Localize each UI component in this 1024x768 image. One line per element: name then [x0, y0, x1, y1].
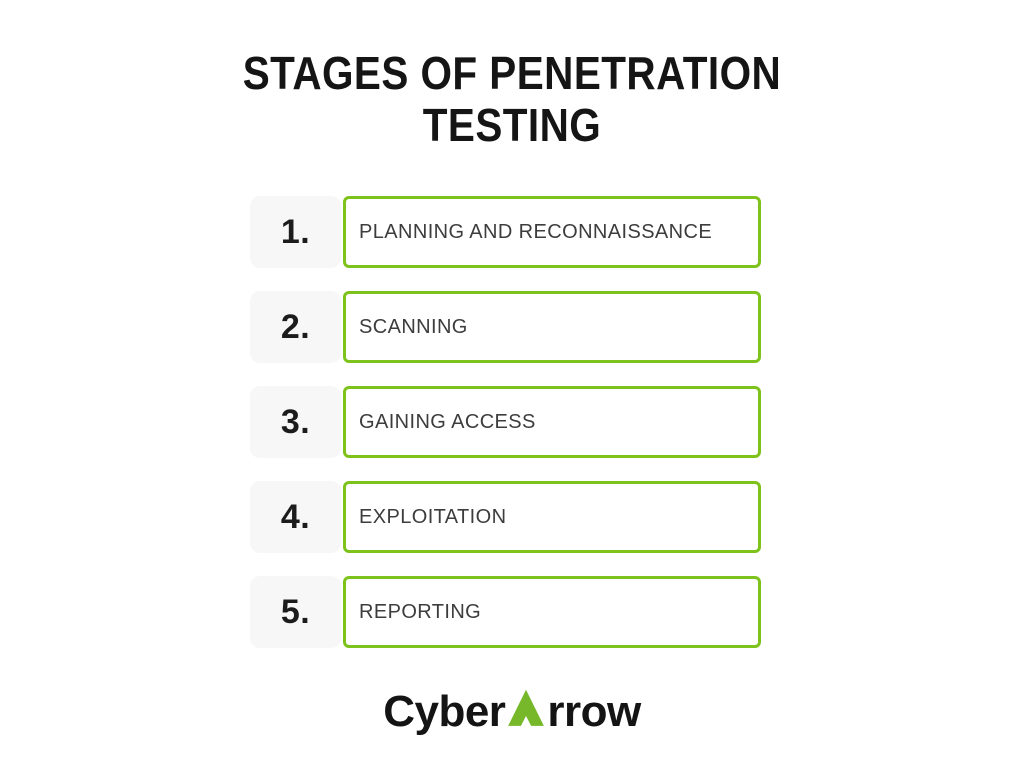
stage-number-tile: 2.: [250, 291, 341, 363]
stage-row-5: 5. REPORTING: [250, 576, 761, 648]
page-title: STAGES OF PENETRATION TESTING: [0, 47, 1024, 151]
stage-label-box: REPORTING: [343, 576, 761, 648]
stage-label-box: PLANNING AND RECONNAISSANCE: [343, 196, 761, 268]
stage-number-tile: 5.: [250, 576, 341, 648]
stage-row-2: 2. SCANNING: [250, 291, 761, 363]
stage-row-3: 3. GAINING ACCESS: [250, 386, 761, 458]
stage-number: 5.: [280, 592, 311, 631]
stage-number: 1.: [280, 212, 311, 251]
stage-number: 3.: [280, 402, 311, 441]
stage-label-box: GAINING ACCESS: [343, 386, 761, 458]
stage-number-tile: 3.: [250, 386, 341, 458]
page-title-text: STAGES OF PENETRATION TESTING: [243, 47, 782, 151]
stage-number-tile: 1.: [250, 196, 341, 268]
arrow-a-icon: [508, 689, 545, 726]
logo-text-prefix: Cyber: [383, 687, 506, 736]
stages-list: 1. PLANNING AND RECONNAISSANCE 2. SCANNI…: [250, 196, 761, 671]
title-line-1: STAGES OF PENETRATION: [242, 47, 782, 99]
stage-number-tile: 4.: [250, 481, 341, 553]
stage-label: EXPLOITATION: [359, 505, 507, 528]
stage-row-1: 1. PLANNING AND RECONNAISSANCE: [250, 196, 761, 268]
stage-number: 4.: [280, 497, 311, 536]
stage-label-box: EXPLOITATION: [343, 481, 761, 553]
stage-label: GAINING ACCESS: [359, 410, 536, 433]
stage-number: 2.: [280, 307, 311, 346]
cyberarrow-logo: Cyber rrow: [0, 688, 1024, 736]
stage-label: REPORTING: [359, 600, 482, 623]
logo-text-suffix: rrow: [547, 687, 641, 736]
stage-label-box: SCANNING: [343, 291, 761, 363]
stage-label: SCANNING: [359, 315, 468, 338]
title-line-2: TESTING: [422, 99, 602, 151]
stage-row-4: 4. EXPLOITATION: [250, 481, 761, 553]
stage-label: PLANNING AND RECONNAISSANCE: [359, 220, 713, 243]
